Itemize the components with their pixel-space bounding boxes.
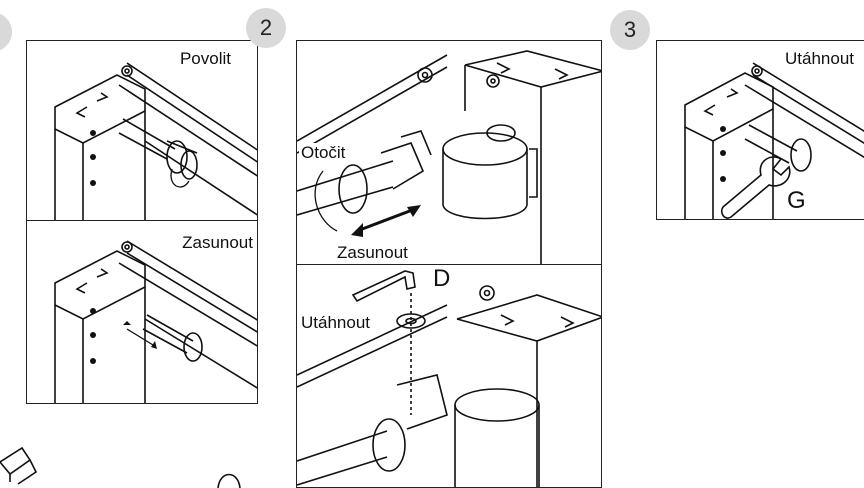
partial-arc-illustration	[217, 473, 241, 488]
tighten-allen-illustration	[297, 270, 601, 487]
rotate-illustration	[297, 50, 601, 265]
tool-d-label: D	[433, 265, 451, 292]
step2-rotate-panel: Otočit Zasunout	[296, 40, 602, 266]
tool-g-label: G	[787, 187, 806, 214]
tighten-label-1: Utáhnout	[299, 313, 372, 333]
loosen-label: Povolit	[177, 49, 233, 69]
step3-tighten-panel: Utáhnout G	[656, 40, 864, 220]
tighten-label-2: Utáhnout	[783, 49, 856, 69]
tighten-wrench-illustration	[684, 62, 864, 219]
insert-illustration	[54, 240, 257, 403]
step1-loosen-panel: Povolit	[26, 40, 258, 222]
partial-tool-illustration	[0, 446, 38, 485]
loosen-illustration	[54, 62, 257, 221]
insert-label-1: Zasunout	[180, 233, 255, 253]
step-1-number-badge	[0, 12, 12, 52]
insert-label-2: Zasunout	[335, 243, 410, 263]
rotate-label: Otočit	[299, 143, 348, 163]
step-2-number-badge: 2	[246, 8, 286, 48]
step1-insert-panel: Zasunout	[26, 220, 258, 404]
step2-tighten-panel: D Utáhnout	[296, 264, 602, 488]
step-3-number-badge: 3	[610, 10, 650, 50]
